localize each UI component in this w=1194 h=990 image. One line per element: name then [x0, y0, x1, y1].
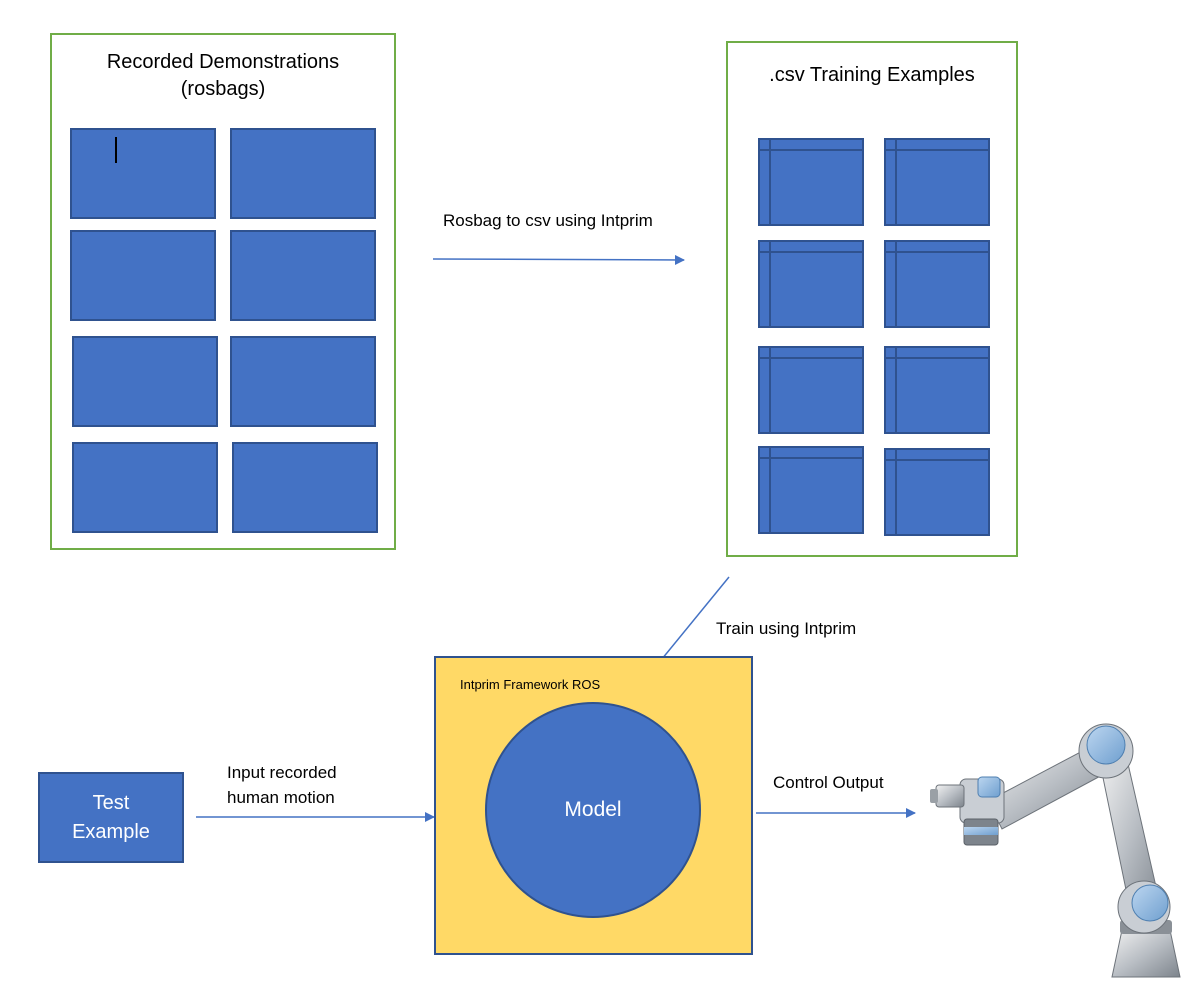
csv-table-box: [758, 446, 864, 534]
recorded-demonstrations-title-line2: (rosbags): [180, 78, 266, 100]
csv-table-box: [884, 138, 990, 226]
train-label: Train using Intprim: [716, 619, 857, 638]
test-example-line2: Example: [72, 820, 150, 843]
input-label: Input recorded human motion: [227, 760, 337, 810]
input-label-line2: human motion: [227, 788, 335, 807]
csv-training-examples-title: .csv Training Examples: [769, 64, 975, 86]
text-cursor: [115, 137, 117, 163]
csv-table-box: [758, 240, 864, 328]
intprim-framework-box: Intprim Framework ROS Model: [434, 656, 753, 955]
csv-table-box: [884, 240, 990, 328]
rosbag-box: [230, 128, 376, 219]
csv-table-box: [758, 138, 864, 226]
rosbag-box: [70, 128, 216, 219]
recorded-demonstrations-title: Recorded Demonstrations (rosbags): [52, 49, 394, 103]
intprim-framework-label: Intprim Framework ROS: [460, 677, 601, 692]
csv-table-box: [884, 346, 990, 434]
rosbag-box: [232, 442, 378, 533]
rosbag-box: [72, 336, 218, 427]
robot-arm-icon: [930, 723, 1181, 978]
rosbag-to-csv-label: Rosbag to csv using Intprim: [443, 211, 653, 230]
input-label-line1: Input recorded: [227, 763, 337, 782]
rosbag-to-csv-arrow: [432, 254, 685, 265]
csv-table-box: [884, 448, 990, 536]
test-example-box: Test Example: [38, 772, 184, 863]
test-example-line1: Test: [92, 791, 130, 814]
control-output-label: Control Output: [773, 773, 884, 792]
rosbag-box: [70, 230, 216, 321]
model-circle: Model: [485, 702, 701, 918]
rosbag-box: [230, 336, 376, 427]
rosbag-box: [72, 442, 218, 533]
rosbag-box: [230, 230, 376, 321]
csv-table-box: [758, 346, 864, 434]
model-label: Model: [564, 798, 622, 821]
recorded-demonstrations-title-line1: Recorded Demonstrations: [106, 51, 340, 73]
